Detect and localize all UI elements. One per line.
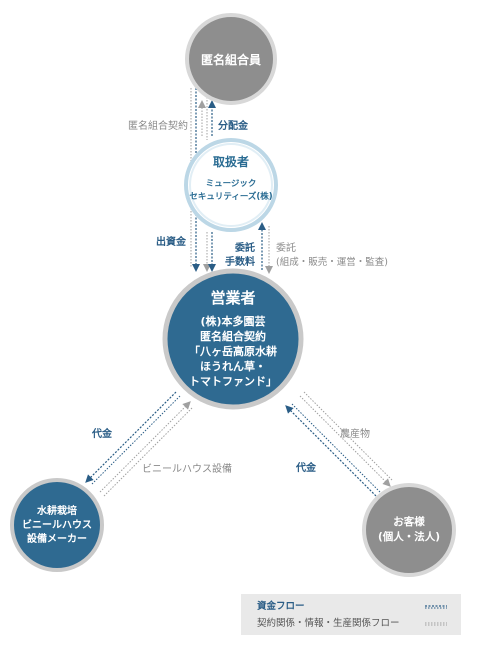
- handler-operator-lines: [203, 222, 273, 274]
- investor-label: 匿名組合員: [201, 52, 261, 67]
- investor-node: 匿名組合員: [185, 13, 277, 105]
- operator-line-3: 「八ヶ岳高原水耕: [189, 344, 277, 358]
- commission-label-1: 委託: [234, 241, 255, 254]
- payment-customer-line: [285, 405, 377, 497]
- operator-line-1: (株)本多園芸: [200, 314, 265, 328]
- handler-line-1: ミュージック: [206, 178, 257, 189]
- maker-line-3: 設備メーカー: [27, 532, 87, 545]
- produce-label: 農産物: [340, 427, 370, 440]
- operator-line-4: ほうれん草・: [200, 359, 266, 373]
- legend-contract-label: 契約関係・情報・生産関係フロー: [257, 617, 400, 629]
- greenhouse-line-outer: [103, 407, 193, 497]
- handler-line-2: セキュリティーズ(株): [189, 191, 272, 202]
- contract-label: 匿名組合契約: [128, 119, 188, 132]
- operator-node: 営業者 (株)本多園芸 匿名組合契約 「八ヶ岳高原水耕 ほうれん草・ トマトファ…: [162, 268, 304, 410]
- payment-customer-line-outer: [291, 403, 381, 493]
- investor-handler-lines: [198, 100, 216, 136]
- operator-maker-lines: [85, 391, 193, 497]
- operator-line-5: トマトファンド」: [189, 375, 277, 388]
- operator-customer-lines: [285, 391, 393, 497]
- delegation-label-1: 委託: [276, 241, 296, 254]
- dividend-label: 分配金: [218, 119, 249, 132]
- operator-line-2: 匿名組合契約: [200, 329, 266, 343]
- maker-line-1: 水耕栽培: [36, 504, 77, 517]
- payment-customer-label: 代金: [295, 461, 317, 474]
- payment-maker-label: 代金: [91, 427, 113, 440]
- greenhouse-label: ビニールハウス設備: [142, 462, 232, 475]
- legend-money-label: 資金フロー: [257, 600, 305, 612]
- handler-title: 取扱者: [213, 154, 249, 169]
- handler-node: 取扱者 ミュージック セキュリティーズ(株): [184, 138, 278, 232]
- commission-label-2: 手数料: [225, 255, 255, 268]
- delegation-label-2: (組成・販売・運営・監査): [276, 256, 388, 268]
- greenhouse-line: [99, 401, 191, 493]
- maker-line-2: ビニールハウス: [22, 518, 92, 531]
- legend-background: [241, 594, 461, 635]
- customer-line-1: お客様: [393, 515, 425, 528]
- customer-line-2: (個人・法人): [378, 530, 440, 543]
- customer-node: お客様 (個人・法人): [362, 483, 456, 577]
- maker-node: 水耕栽培 ビニールハウス 設備メーカー: [10, 478, 104, 572]
- operator-title: 営業者: [210, 289, 255, 307]
- investment-label: 出資金: [156, 235, 187, 248]
- legend: 資金フロー 契約関係・情報・生産関係フロー: [241, 594, 461, 635]
